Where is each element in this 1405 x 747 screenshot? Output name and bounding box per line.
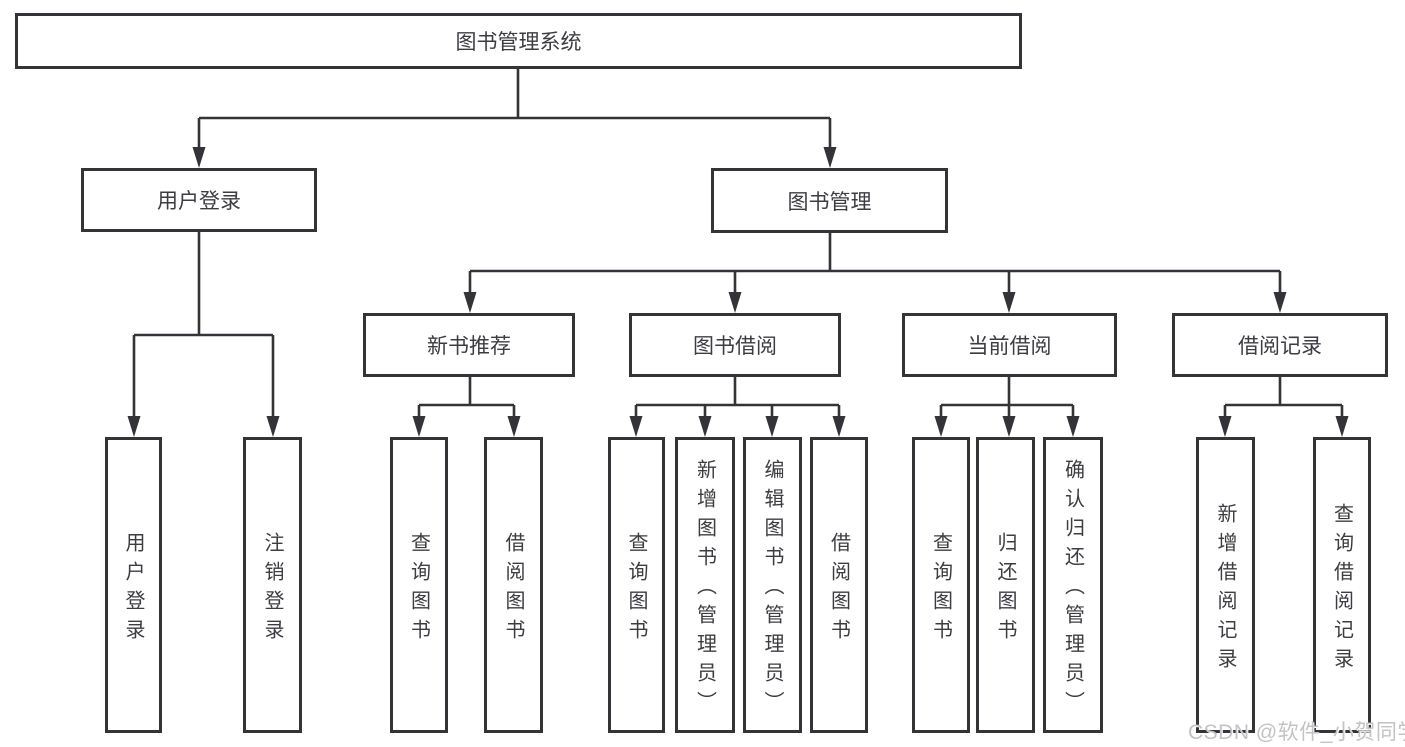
node-leaf-bb-query-books: 查询图书: [608, 437, 665, 733]
node-leaf-nbr-borrow-books: 借阅图书: [484, 437, 543, 733]
arrowhead-down: [1002, 416, 1016, 437]
arrowhead-down: [629, 416, 643, 437]
node-label: 查询借阅记录: [1330, 502, 1353, 677]
node-label: 新增图书（管理员）: [693, 459, 716, 720]
node-label: 编辑图书（管理员）: [761, 459, 783, 720]
node-label: 图书管理: [787, 190, 872, 214]
node-new-book-recommendation: 新书推荐: [363, 313, 575, 377]
node-leaf-cb-return-books: 归还图书: [976, 437, 1035, 733]
node-library-management-system: 图书管理系统: [15, 13, 1022, 69]
arrowhead-down: [728, 292, 742, 313]
node-label: 借阅图书: [502, 531, 524, 648]
arrowhead-down: [507, 416, 521, 437]
node-leaf-bb-edit-books-admin: 编辑图书（管理员）: [743, 437, 802, 733]
arrowhead-down: [823, 147, 837, 168]
arrowhead-down: [1335, 416, 1349, 437]
node-label: 用户登录: [157, 190, 241, 213]
node-book-management-branch: 图书管理: [711, 168, 948, 233]
node-leaf-user-login: 用户登录: [105, 437, 162, 733]
watermark: CSDN @软件_小贺同学: [1188, 721, 1405, 744]
node-label: 新增借阅记录: [1214, 502, 1236, 677]
arrowhead-down: [463, 292, 477, 313]
arrowhead-down: [832, 416, 846, 437]
connector-path: [132, 69, 1344, 419]
node-leaf-br-query-record: 查询借阅记录: [1313, 437, 1371, 733]
arrowhead-down: [934, 416, 948, 437]
node-label: 查询图书: [407, 531, 430, 648]
node-label: 图书管理系统: [455, 31, 582, 54]
node-current-borrowing: 当前借阅: [902, 313, 1117, 377]
node-label: 新书推荐: [427, 335, 511, 358]
node-leaf-cb-query-books: 查询图书: [912, 437, 970, 733]
node-label: 借阅记录: [1238, 335, 1322, 358]
node-label: 确认归还（管理员）: [1061, 459, 1084, 720]
node-leaf-br-add-record: 新增借阅记录: [1196, 437, 1255, 733]
arrowhead-down: [1218, 416, 1232, 437]
node-label: 用户登录: [122, 531, 144, 648]
arrowhead-down: [127, 416, 141, 437]
node-leaf-bb-add-books-admin: 新增图书（管理员）: [675, 437, 735, 733]
arrowhead-down: [1273, 292, 1287, 313]
node-borrowing-records: 借阅记录: [1172, 313, 1388, 377]
arrowhead-down: [412, 416, 426, 437]
arrowhead-down: [266, 416, 280, 437]
arrowhead-down: [765, 416, 779, 437]
arrowhead-down: [1066, 416, 1080, 437]
arrowhead-down: [698, 416, 712, 437]
node-label: 查询图书: [625, 531, 647, 648]
node-label: 查询图书: [929, 531, 952, 648]
arrowhead-down: [1002, 292, 1016, 313]
node-label: 注销登录: [261, 531, 283, 648]
node-leaf-cb-confirm-return-admin: 确认归还（管理员）: [1043, 437, 1103, 733]
node-leaf-logout: 注销登录: [243, 437, 302, 733]
node-leaf-nbr-query-books: 查询图书: [390, 437, 448, 733]
node-leaf-bb-borrow-books: 借阅图书: [810, 437, 868, 733]
node-user-login-branch: 用户登录: [81, 168, 317, 232]
node-label: 图书借阅: [693, 335, 777, 358]
node-book-borrowing: 图书借阅: [629, 313, 841, 377]
node-label: 当前借阅: [967, 335, 1052, 358]
node-label: 借阅图书: [827, 531, 850, 648]
node-label: 归还图书: [994, 531, 1016, 648]
arrowhead-down: [192, 147, 206, 168]
